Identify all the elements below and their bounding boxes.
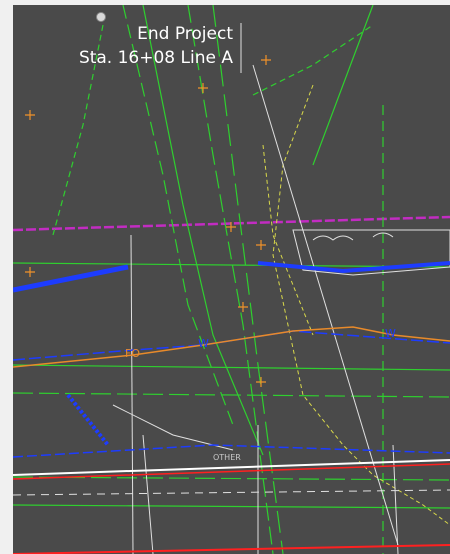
- white-reference-lines: [112, 64, 450, 554]
- survey-mark-icon: [25, 55, 271, 387]
- other-utility-label: OTHER: [213, 453, 241, 462]
- cad-drawing-canvas[interactable]: FO W W OTHER: [13, 5, 450, 554]
- callout-station: Sta. 16+08 Line A: [78, 48, 233, 68]
- water-label-1: W: [198, 337, 209, 350]
- fo-label: FO: [125, 347, 140, 360]
- magenta-boundary-line: [13, 215, 450, 232]
- control-point-icon[interactable]: [96, 12, 106, 22]
- water-label-2: W: [385, 327, 396, 340]
- cad-drawing-viewport[interactable]: FO W W OTHER End Project Sta. 16+08 Line…: [13, 5, 450, 554]
- blue-utility-lines: [13, 261, 450, 458]
- yellow-dashed-lines: [262, 84, 450, 526]
- orange-fiber-line: [13, 326, 450, 368]
- road-edge-lines: [13, 459, 450, 554]
- callout-title: End Project: [137, 24, 233, 44]
